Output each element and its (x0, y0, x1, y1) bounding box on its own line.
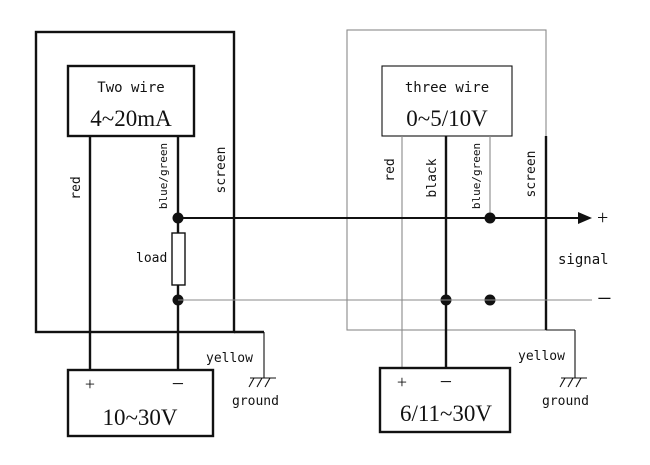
signal-label: signal (558, 252, 609, 268)
two-wire-supply-voltage: 10~30V (102, 405, 177, 430)
three-wire-label-blue-green: blue/green (470, 143, 483, 209)
two-wire-label-screen: screen (214, 147, 229, 194)
two-wire-supply-plus: + (85, 374, 95, 394)
two-wire-housing (34, 30, 236, 334)
ground-icon (248, 377, 276, 388)
arrow-right-icon (578, 212, 592, 224)
two-wire-range: 4~20mA (90, 106, 172, 131)
two-wire-label-blue-green: blue/green (157, 143, 170, 209)
signal-plus-symbol: + (597, 207, 608, 229)
two-wire-title: Two wire (97, 80, 164, 96)
two-wire-label-red: red (69, 176, 84, 199)
three-wire-ground-label: ground (542, 394, 589, 409)
two-wire-label-box (66, 64, 196, 138)
three-wire-label-black: black (425, 158, 440, 197)
three-wire-label-red: red (383, 158, 398, 181)
three-wire-supply-voltage: 6/11~30V (400, 401, 492, 426)
three-wire-supply-minus: − (440, 369, 452, 394)
two-wire-section: Two wire 4~20mA red blue/green screen lo… (34, 30, 279, 438)
two-wire-supply-minus: − (172, 371, 184, 396)
two-wire-yellow-label: yellow (206, 351, 253, 366)
load-resistor (171, 232, 186, 286)
signal-lines: + signal − (178, 207, 612, 313)
load-label: load (136, 251, 167, 266)
three-wire-label-screen: screen (524, 151, 539, 198)
signal-minus-symbol: − (597, 284, 612, 313)
three-wire-range: 0~5/10V (406, 106, 488, 131)
three-wire-section: three wire 0~5/10V red black blue/green … (346, 29, 589, 434)
three-wire-supply-plus: + (397, 372, 407, 392)
three-wire-power-supply (378, 366, 512, 434)
ground-icon (559, 377, 587, 388)
two-wire-ground-label: ground (232, 394, 279, 409)
two-wire-power-supply (66, 368, 215, 438)
three-wire-title: three wire (405, 80, 489, 96)
three-wire-yellow-label: yellow (518, 349, 565, 364)
